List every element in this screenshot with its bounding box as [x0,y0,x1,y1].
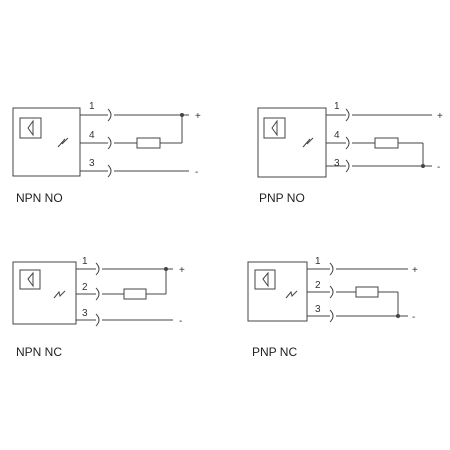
diagram-npn-nc: 1 2 3 + - [12,256,185,327]
diagram-npn-no: 1 4 3 + - [12,101,201,178]
terminal-sign: - [179,316,182,327]
resistor-icon [374,137,399,149]
sensor-housing [12,261,77,325]
terminal-sign: + [179,265,185,276]
caption-npn-no: NPN NO [16,191,63,205]
pin-label: 2 [315,280,321,291]
connector-icon [329,309,334,323]
connector-icon [95,287,100,301]
terminal-sign: - [195,167,198,178]
connector-icon [95,313,100,327]
caption-pnp-nc: PNP NC [252,345,298,359]
connector-icon [107,164,112,178]
resistor-icon [136,137,161,149]
pin-label: 1 [315,256,321,267]
connector-icon [345,159,350,173]
connector-icon [107,108,112,122]
pin-label: 3 [82,308,88,319]
proximity-sensor-icon [19,269,41,290]
sensor-housing [247,261,308,322]
caption-npn-nc: NPN NC [16,345,63,359]
pin-label: 1 [89,101,95,112]
proximity-sensor-icon [254,269,276,290]
resistor-icon [123,288,147,300]
switch-no-icon [57,137,69,148]
terminal-sign: + [437,111,443,122]
connector-icon [329,262,334,276]
connector-icon [107,136,112,150]
switch-nc-icon [53,290,66,299]
pin-label: 1 [334,101,340,112]
caption-pnp-no: PNP NO [259,191,305,205]
connector-icon [95,262,100,276]
switch-nc-icon [285,290,298,299]
pin-label: 2 [82,282,88,293]
diagram-pnp-no: 1 4 3 + - [257,101,443,178]
pin-label: 1 [82,256,88,267]
terminal-sign: - [437,162,440,173]
proximity-sensor-icon [263,117,286,139]
connector-icon [345,136,350,150]
sensor-housing [12,107,81,177]
pin-label: 3 [315,304,321,315]
switch-no-icon [302,137,314,148]
terminal-sign: - [412,312,415,323]
connector-icon [345,108,350,122]
pin-label: 3 [89,158,95,169]
terminal-sign: + [412,265,418,276]
terminal-sign: + [195,111,201,122]
diagram-pnp-nc: 1 2 3 + - [247,256,418,323]
connector-icon [329,285,334,299]
proximity-sensor-icon [19,117,42,139]
resistor-icon [355,286,379,298]
pin-label: 4 [89,130,95,141]
pin-label: 4 [334,130,340,141]
pin-label: 3 [334,158,340,169]
